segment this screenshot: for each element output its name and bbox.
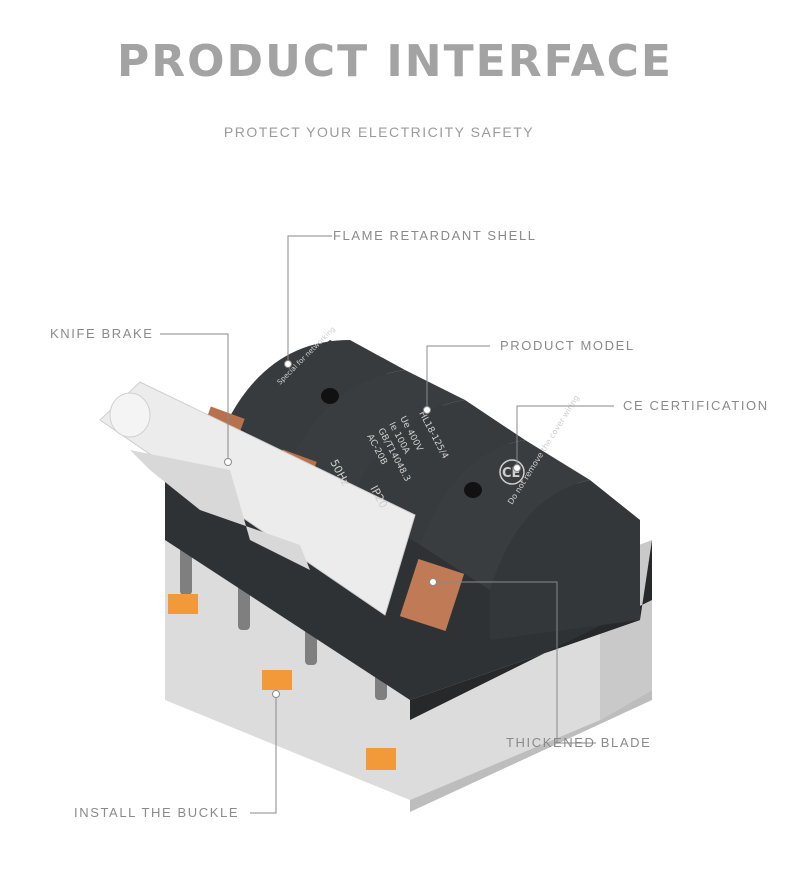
knife-brake-dot xyxy=(224,458,232,466)
ce-cert-dot xyxy=(513,464,521,472)
thickened-blade-dot xyxy=(429,578,437,586)
knife-brake-leader xyxy=(160,333,229,462)
product-model-dot xyxy=(423,406,431,414)
thickened-blade-leader xyxy=(433,581,596,744)
callout-knife-brake: KNIFE BRAKE xyxy=(50,326,154,341)
flame-shell-leader xyxy=(287,235,332,364)
install-buckle-leader xyxy=(250,694,277,814)
ce-mark-circle xyxy=(499,459,525,485)
flame-shell-dot xyxy=(284,360,292,368)
callout-ce-certification: CE CERTIFICATION xyxy=(623,398,769,413)
callout-thickened-blade: THICKENED BLADE xyxy=(506,735,652,750)
callout-flame-retardant-shell: FLAME RETARDANT SHELL xyxy=(333,228,537,243)
callout-install-the-buckle: INSTALL THE BUCKLE xyxy=(74,805,240,820)
product-model-leader xyxy=(426,345,490,410)
page-title: PRODUCT INTERFACE xyxy=(117,36,673,87)
install-buckle-dot xyxy=(272,690,280,698)
knife-handle xyxy=(99,381,416,616)
install-buckles xyxy=(168,594,396,770)
page-subtitle: PROTECT YOUR ELECTRICITY SAFETY xyxy=(223,124,535,140)
callout-product-model: PRODUCT MODEL xyxy=(500,338,635,353)
ce-cert-leader xyxy=(516,405,614,468)
